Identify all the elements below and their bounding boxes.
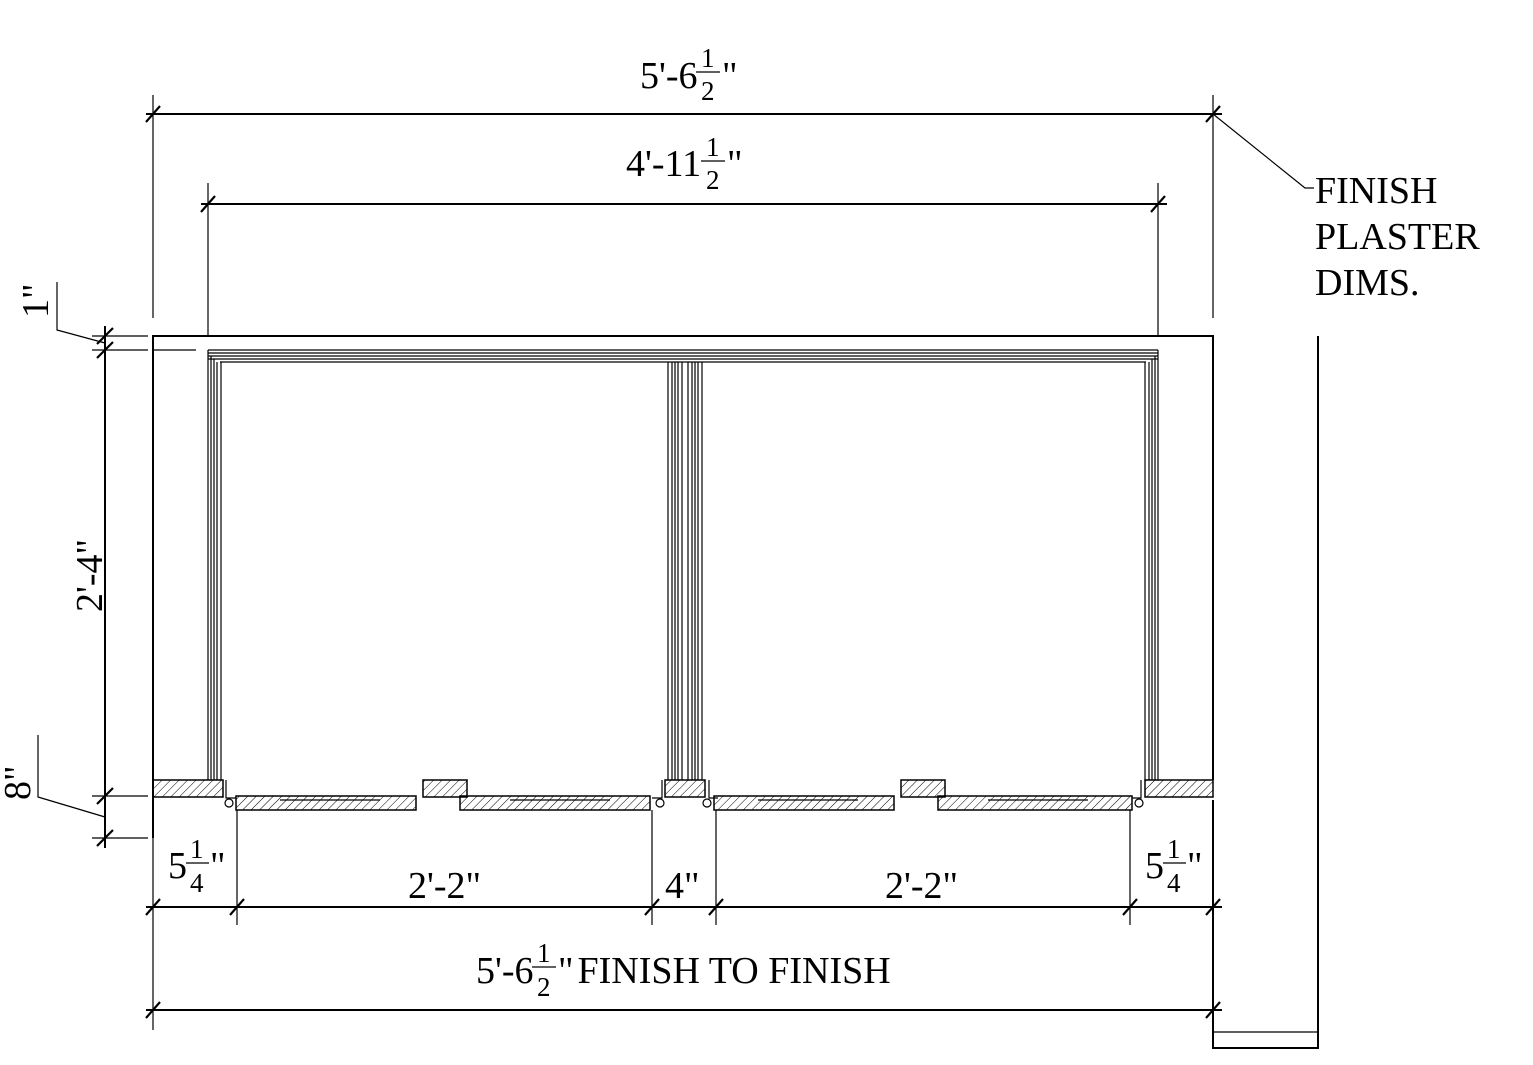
bottom-overall-num: 1: [537, 938, 551, 968]
dim-left-labels: 1" 2'-4" 8": [0, 283, 111, 800]
dim-bottom-chain: [145, 800, 1222, 925]
note-line-1: FINISH: [1315, 170, 1437, 212]
chain-right-whole: 5: [1145, 845, 1164, 887]
inner-top-whole: 4'-11: [626, 143, 701, 185]
dim-overall-top-label: 5'-6 1 2 ": [640, 43, 738, 106]
note-line-3: DIMS.: [1315, 262, 1420, 304]
finish-plaster-note: FINISH PLASTER DIMS.: [1212, 113, 1480, 304]
chain-right-den: 4: [1167, 868, 1181, 898]
chain-mullion: 4": [665, 865, 700, 907]
dim-overall-top: [145, 95, 1222, 318]
dim-inner-top-label: 4'-11 1 2 ": [626, 132, 743, 195]
bottom-overall-whole: 5'-6: [476, 950, 534, 992]
dim-bottom-overall: [145, 925, 1222, 1030]
overall-top-whole: 5'-6: [640, 55, 698, 97]
left-dim-2-4: 2'-4": [69, 539, 111, 612]
enclosure-frame: [207, 349, 1159, 780]
left-dim-1in: 1": [15, 283, 57, 318]
chain-door2: 2'-2": [885, 865, 958, 907]
chain-right-num: 1: [1167, 834, 1181, 864]
overall-top-num: 1: [701, 43, 715, 73]
dim-bottom-overall-label: 5'-6 1 2 " FINISH TO FINISH: [476, 938, 891, 1002]
inner-top-den: 2: [706, 165, 720, 195]
chain-right-unit: ": [1187, 845, 1203, 887]
bottom-overall-suffix: FINISH TO FINISH: [568, 950, 891, 992]
chain-left-den: 4: [190, 868, 204, 898]
inner-top-unit: ": [727, 143, 743, 185]
chain-left-unit: ": [210, 845, 226, 887]
dim-bottom-chain-labels: 5 1 4 " 2'-2" 4" 2'-2" 5 1 4 ": [168, 834, 1203, 907]
chain-left-whole: 5: [168, 845, 187, 887]
note-line-2: PLASTER: [1315, 216, 1480, 258]
dim-left-vertical: [37, 282, 148, 848]
chain-door1: 2'-2": [408, 865, 481, 907]
left-dim-8in: 8": [0, 765, 39, 800]
chain-left-num: 1: [190, 834, 204, 864]
threshold-sill: [152, 779, 1214, 811]
overall-top-unit: ": [722, 55, 738, 97]
inner-top-num: 1: [706, 132, 720, 162]
bottom-overall-unit: ": [558, 950, 574, 992]
bottom-overall-den: 2: [537, 972, 551, 1002]
overall-top-den: 2: [701, 76, 715, 106]
dim-inner-top: [200, 183, 1167, 335]
wall-outline: [152, 335, 1319, 1049]
